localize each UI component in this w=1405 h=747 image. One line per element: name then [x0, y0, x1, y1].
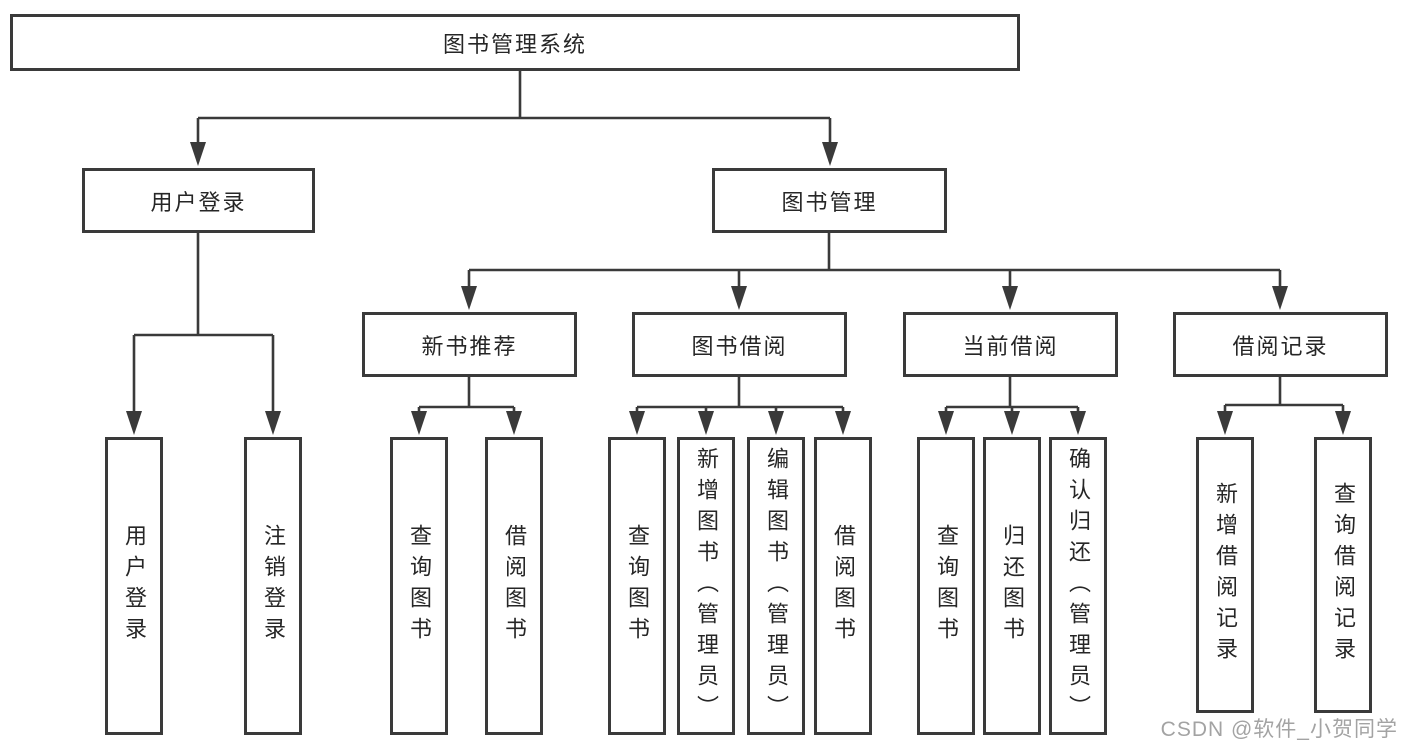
arrowhead-icon	[411, 411, 427, 435]
connector-borrow-records-to-leaves	[1217, 377, 1351, 435]
connector-user-login-to-leaves	[126, 233, 281, 435]
arrowhead-icon	[1335, 411, 1351, 435]
arrowhead-icon	[938, 411, 954, 435]
arrowhead-icon	[1002, 286, 1018, 310]
leaf-logout: 注销登录	[244, 437, 302, 735]
csdn-watermark: CSDN @软件_小贺同学	[1160, 718, 1398, 741]
leaf-user-login: 用户登录	[105, 437, 163, 735]
leaf-query-books-current: 查询图书	[917, 437, 975, 735]
arrowhead-icon	[698, 411, 714, 435]
arrowhead-icon	[506, 411, 522, 435]
arrowhead-icon	[126, 411, 142, 435]
leaf-add-book-admin: 新增图书（管理员）	[677, 437, 735, 735]
leaf-borrow-books-borrow: 借阅图书	[814, 437, 872, 735]
leaf-borrow-books-recommend: 借阅图书	[485, 437, 543, 735]
arrowhead-icon	[265, 411, 281, 435]
arrowhead-icon	[461, 286, 477, 310]
leaf-query-books-recommend: 查询图书	[390, 437, 448, 735]
arrowhead-icon	[731, 286, 747, 310]
leaf-edit-book-admin: 编辑图书（管理员）	[747, 437, 805, 735]
node-book-borrow: 图书借阅	[632, 312, 847, 377]
connector-current-borrow-to-leaves	[938, 377, 1086, 435]
node-new-book-recommend: 新书推荐	[362, 312, 577, 377]
arrowhead-icon	[1004, 411, 1020, 435]
node-current-borrow: 当前借阅	[903, 312, 1118, 377]
arrowhead-icon	[1217, 411, 1233, 435]
leaf-add-borrow-record: 新增借阅记录	[1196, 437, 1254, 713]
node-system-root: 图书管理系统	[10, 14, 1020, 71]
connector-root-to-level2	[190, 70, 838, 166]
leaf-query-borrow-record: 查询借阅记录	[1314, 437, 1372, 713]
arrowhead-icon	[629, 411, 645, 435]
arrowhead-icon	[1272, 286, 1288, 310]
leaf-query-books-borrow: 查询图书	[608, 437, 666, 735]
arrowhead-icon	[768, 411, 784, 435]
leaf-confirm-return-admin: 确认归还（管理员）	[1049, 437, 1107, 735]
connector-new-book-recommend-to-leaves	[411, 377, 522, 435]
node-borrow-records: 借阅记录	[1173, 312, 1388, 377]
arrowhead-icon	[835, 411, 851, 435]
leaf-return-book: 归还图书	[983, 437, 1041, 735]
connector-book-management-to-level3	[461, 233, 1288, 310]
arrowhead-icon	[190, 142, 206, 166]
node-user-login: 用户登录	[82, 168, 315, 233]
arrowhead-icon	[822, 142, 838, 166]
node-book-management: 图书管理	[712, 168, 947, 233]
arrowhead-icon	[1070, 411, 1086, 435]
connector-book-borrow-to-leaves	[629, 377, 851, 435]
